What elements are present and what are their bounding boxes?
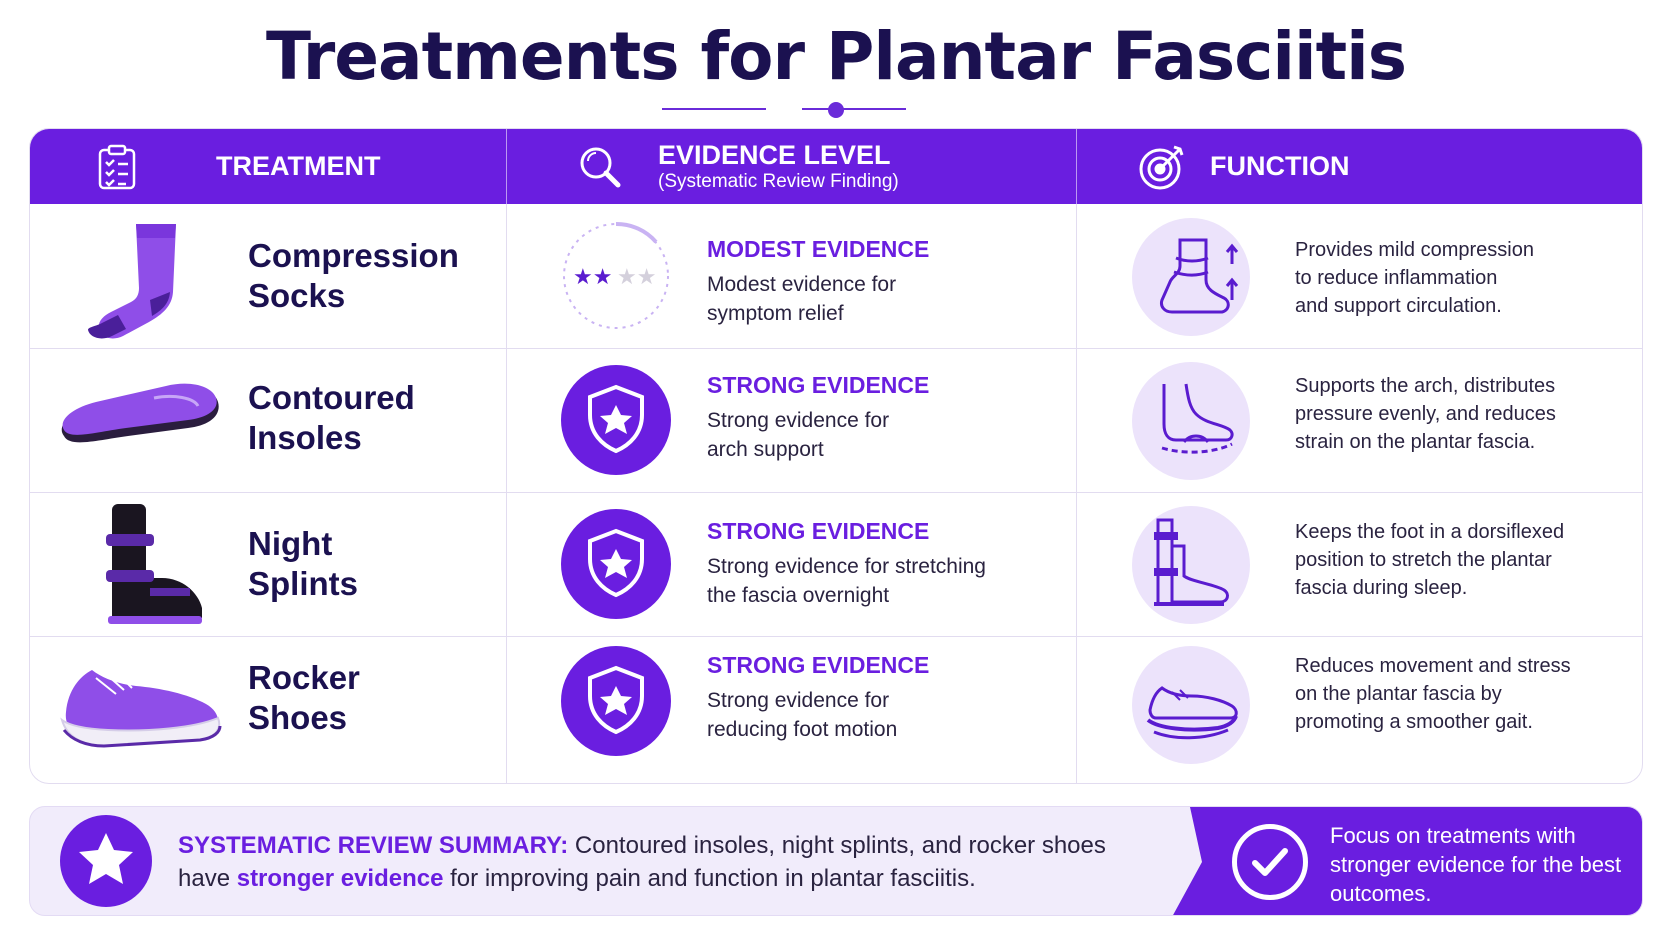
svg-text:★★: ★★ [573, 265, 612, 290]
summary-label: SYSTEMATIC REVIEW SUMMARY: [178, 832, 569, 859]
arch-support-icon [1132, 362, 1250, 480]
page-title: Treatments for Plantar Fasciitis [265, 18, 1407, 95]
shield-star-icon [561, 509, 671, 619]
table-header: TREATMENT EVIDENCE LEVEL (Systematic Rev… [30, 129, 1642, 204]
header-evidence-label: EVIDENCE LEVEL [658, 140, 891, 170]
evidence-desc-3: Strong evidence for stretching the fasci… [707, 555, 986, 607]
compression-sock-image [88, 224, 176, 339]
evidence-title-2: STRONG EVIDENCE [707, 372, 930, 398]
table-row: Contoured Insoles STRONG EVIDENCE Strong… [30, 348, 1642, 492]
treatment-name-3: Night Splints [248, 525, 359, 602]
splint-foot-icon [1132, 506, 1250, 624]
treatment-name-4: Rocker Shoes [248, 659, 360, 736]
header-treatment: TREATMENT [98, 129, 478, 204]
header-function: FUNCTION [1138, 129, 1538, 204]
shield-star-icon [561, 646, 671, 756]
clipboard-icon [98, 144, 136, 189]
magnifier-icon [580, 147, 621, 187]
function-desc-3: Keeps the foot in a dorsiflexed position… [1295, 521, 1565, 599]
header-function-label: FUNCTION [1210, 151, 1350, 181]
summary-text: SYSTEMATIC REVIEW SUMMARY: Contoured ins… [178, 832, 1106, 892]
focus-text: Focus on treatments with stronger eviden… [1330, 823, 1622, 906]
header-treatment-label: TREATMENT [216, 151, 381, 181]
header-evidence-sub: (Systematic Review Finding) [658, 171, 899, 192]
treatments-table: TREATMENT EVIDENCE LEVEL (Systematic Rev… [29, 128, 1643, 784]
evidence-title-1: MODEST EVIDENCE [707, 236, 930, 262]
svg-text:★★: ★★ [617, 265, 656, 290]
table-row: Rocker Shoes STRONG EVIDENCE Strong evid… [30, 636, 1642, 780]
rocker-shoe-image [60, 670, 222, 748]
treatment-name-1: Compression Socks [248, 237, 459, 314]
insole-image [61, 383, 219, 443]
foot-compression-icon [1132, 218, 1250, 336]
function-desc-4: Reduces movement and stress on the plant… [1295, 655, 1571, 733]
divider-dot [828, 102, 844, 118]
rocker-shoe-icon [1132, 646, 1250, 764]
focus-panel: Focus on treatments with stronger eviden… [1172, 807, 1642, 915]
shield-star-icon [561, 365, 671, 475]
evidence-title-4: STRONG EVIDENCE [707, 652, 930, 678]
evidence-desc-4: Strong evidence for reducing foot motion [707, 689, 898, 741]
star-icon [79, 833, 133, 884]
function-desc-1: Provides mild compression to reduce infl… [1295, 239, 1534, 317]
treatment-name-2: Contoured Insoles [248, 379, 415, 456]
star-badge [60, 815, 152, 907]
summary-highlight: stronger evidence [236, 865, 444, 892]
header-evidence: EVIDENCE LEVEL (Systematic Review Findin… [578, 129, 1098, 204]
table-row: Compression Socks ★★ ★★ MODEST EVIDENCE … [30, 204, 1642, 348]
title-divider [0, 100, 1672, 120]
evidence-title-3: STRONG EVIDENCE [707, 518, 930, 544]
evidence-desc-2: Strong evidence for arch support [707, 409, 890, 461]
table-row: Night Splints STRONG EVIDENCE Strong evi… [30, 492, 1642, 636]
night-splint-image [106, 504, 202, 624]
modest-rating-icon: ★★ ★★ [563, 221, 669, 329]
summary-banner: SYSTEMATIC REVIEW SUMMARY: Contoured ins… [29, 806, 1643, 916]
target-icon [1139, 145, 1184, 189]
check-circle-icon [1232, 824, 1308, 900]
evidence-desc-1: Modest evidence for symptom relief [707, 273, 897, 325]
function-desc-2: Supports the arch, distributes pressure … [1295, 375, 1556, 453]
